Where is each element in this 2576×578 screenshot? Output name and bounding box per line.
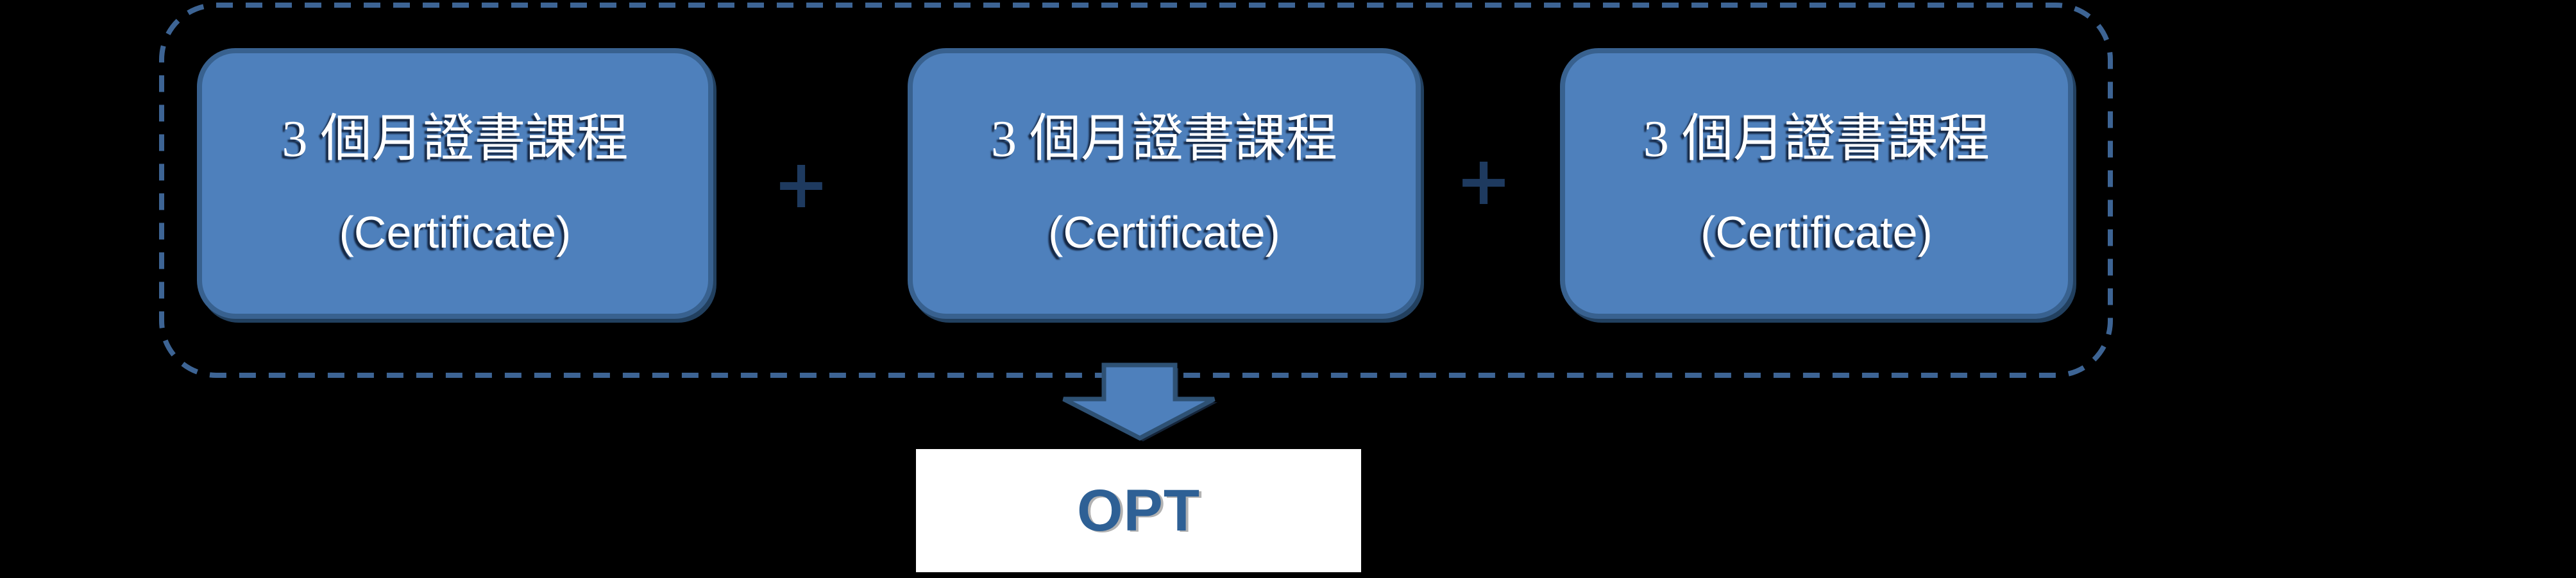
course-box-3-title: 3 個月證書課程: [1643, 110, 1990, 167]
certificate-course-box-2: 3 個月證書課程 (Certificate): [908, 48, 1421, 319]
course-box-2-subtitle: (Certificate): [1048, 207, 1280, 257]
course-box-2-title: 3 個月證書課程: [991, 110, 1337, 167]
opt-result-box: OPT: [916, 449, 1361, 572]
plus-separator-1: +: [773, 145, 829, 223]
course-box-1-subtitle: (Certificate): [339, 207, 572, 257]
course-box-1-title: 3 個月證書課程: [282, 110, 629, 167]
plus-separator-2: +: [1455, 142, 1512, 220]
certificate-course-box-3: 3 個月證書課程 (Certificate): [1560, 48, 2073, 319]
down-arrow-icon: [1062, 362, 1216, 441]
opt-result-label: OPT: [1076, 477, 1201, 543]
course-box-3-subtitle: (Certificate): [1700, 207, 1933, 257]
certificate-course-box-1: 3 個月證書課程 (Certificate): [197, 48, 713, 319]
